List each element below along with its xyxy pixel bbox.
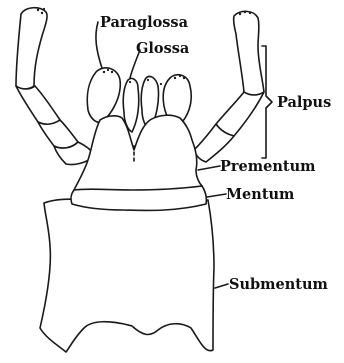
prementum-shape <box>74 115 202 190</box>
mentum-leader <box>207 194 226 197</box>
label-mentum: Mentum <box>226 186 295 203</box>
submentum-leader <box>215 284 228 288</box>
submentum-shape <box>40 197 214 352</box>
left-palp-segment-3 <box>16 86 60 124</box>
left-paraglossa-shape <box>87 68 120 123</box>
label-submentum: Submentum <box>229 276 329 293</box>
label-paraglossa: Paraglossa <box>100 14 189 31</box>
prementum-leader <box>198 166 220 170</box>
label-palpus: Palpus <box>277 94 331 111</box>
label-prementum: Prementum <box>220 158 316 175</box>
palpus-bracket <box>262 46 272 158</box>
left-palp-segment-4 <box>16 8 47 89</box>
right-palp-segment-3 <box>216 92 264 136</box>
right-palp-segment-4 <box>234 11 264 95</box>
label-glossa: Glossa <box>136 40 190 57</box>
left-palp-segment-2 <box>38 120 78 148</box>
